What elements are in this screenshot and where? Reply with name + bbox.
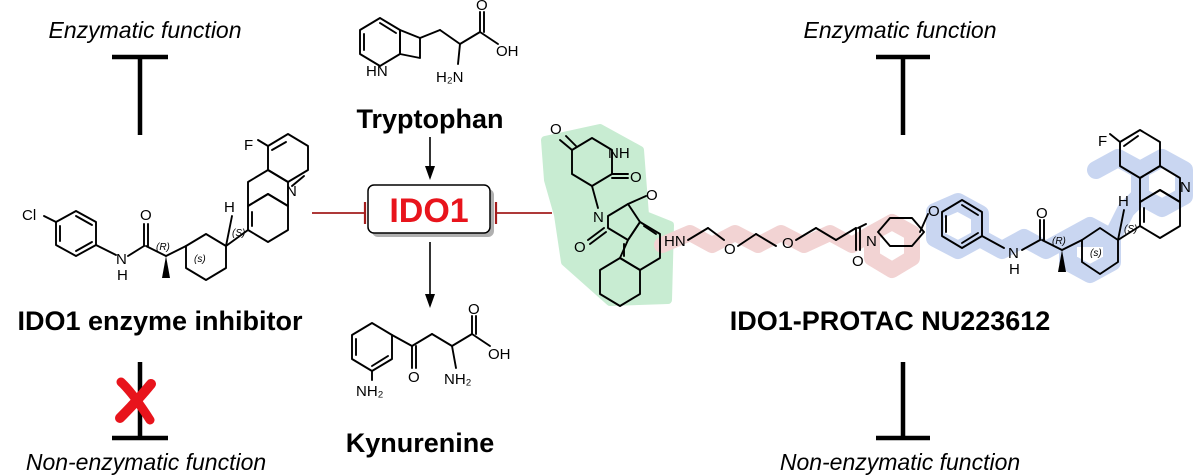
protac-name: IDO1-PROTAC NU223612 <box>730 306 1051 336</box>
atom-o-amide-linker: O <box>852 253 864 270</box>
atom-nh-glut: NH <box>608 145 630 162</box>
tbar-enzymatic-left <box>112 54 168 135</box>
atom-o-kyn-acid: O <box>468 301 480 318</box>
ido1-label: IDO1 <box>389 192 468 230</box>
arrow-ido1-to-kyn <box>425 242 435 308</box>
atom-n-quinoline-right: N <box>1180 179 1191 196</box>
ido1-box: IDO1 <box>367 184 494 237</box>
atom-oh-trp: OH <box>496 43 519 60</box>
atom-cl: Cl <box>22 207 36 224</box>
atom-h-amide-left: H <box>117 267 128 284</box>
enzymatic-function-right: Enzymatic function <box>803 17 996 43</box>
stereo-S-left: (S) <box>232 228 245 239</box>
atom-o-trp: O <box>476 0 488 14</box>
atom-f-left: F <box>244 137 253 154</box>
stereo-r-left: (R) <box>156 242 170 253</box>
inhibitor-structure: Cl N H O (R) (s) H (S) F N <box>22 133 309 284</box>
kynurenine-structure: O OH O NH₂ NH₂ <box>351 301 511 400</box>
atom-hn-trp: HN <box>366 63 388 80</box>
atom-o-linker-2: O <box>782 235 794 252</box>
kynurenine-label: Kynurenine <box>346 428 495 458</box>
arrow-trp-to-ido1 <box>425 137 435 180</box>
atom-oh-kyn: OH <box>488 346 511 363</box>
atom-o-phthal-2: O <box>574 239 586 256</box>
atom-n-amide-left: N <box>116 251 127 268</box>
atom-nh2-kyn-alpha: NH₂ <box>444 371 472 388</box>
atom-f-right: F <box>1098 133 1107 150</box>
atom-nh2-kyn-aryl: NH₂ <box>356 383 384 400</box>
stereo-s-ring-left: (s) <box>194 254 206 265</box>
enzymatic-function-left: Enzymatic function <box>48 17 241 43</box>
inhibition-arrow-right <box>494 202 552 224</box>
atom-n-piperidine: N <box>866 233 877 250</box>
tbar-nonenzymatic-right <box>876 362 930 441</box>
atom-o-glut-2: O <box>630 169 642 186</box>
atom-o-glut-1: O <box>550 121 562 138</box>
atom-n-phthal: N <box>593 209 604 226</box>
atom-h-amide-right: H <box>1009 261 1020 278</box>
cross-mark-icon <box>115 377 156 425</box>
inhibitor-name: IDO1 enzyme inhibitor <box>17 306 303 336</box>
stereo-S-right: (S) <box>1124 224 1137 235</box>
atom-o-ether: O <box>928 203 940 220</box>
protac-structure: O NH O N O O HN O O O N O <box>550 121 1191 307</box>
atom-o-amide-left: O <box>140 207 152 224</box>
nonenzymatic-function-right: Non-enzymatic function <box>780 449 1020 475</box>
atom-h-ring-right: H <box>1118 193 1129 210</box>
atom-o-phthal-1: O <box>646 187 658 204</box>
atom-nh-linker: HN <box>664 233 686 250</box>
tryptophan-structure: HN O OH H₂N <box>359 0 519 86</box>
atom-h2n-trp: H₂N <box>436 69 464 86</box>
atom-n-quinoline-left: N <box>286 183 297 200</box>
atom-h-ring-left: H <box>224 199 235 216</box>
inhibition-arrow-left <box>312 202 367 224</box>
stereo-r-right: (R) <box>1052 236 1066 247</box>
atom-o-kyn-ketone: O <box>408 369 420 386</box>
atom-o-linker-1: O <box>724 241 736 258</box>
atom-o-amide-right: O <box>1036 205 1048 222</box>
atom-n-amide-right: N <box>1008 245 1019 262</box>
tbar-enzymatic-right <box>876 54 930 135</box>
tryptophan-label: Tryptophan <box>357 104 504 134</box>
stereo-s-ring-right: (s) <box>1090 248 1102 259</box>
nonenzymatic-function-left: Non-enzymatic function <box>26 449 266 475</box>
